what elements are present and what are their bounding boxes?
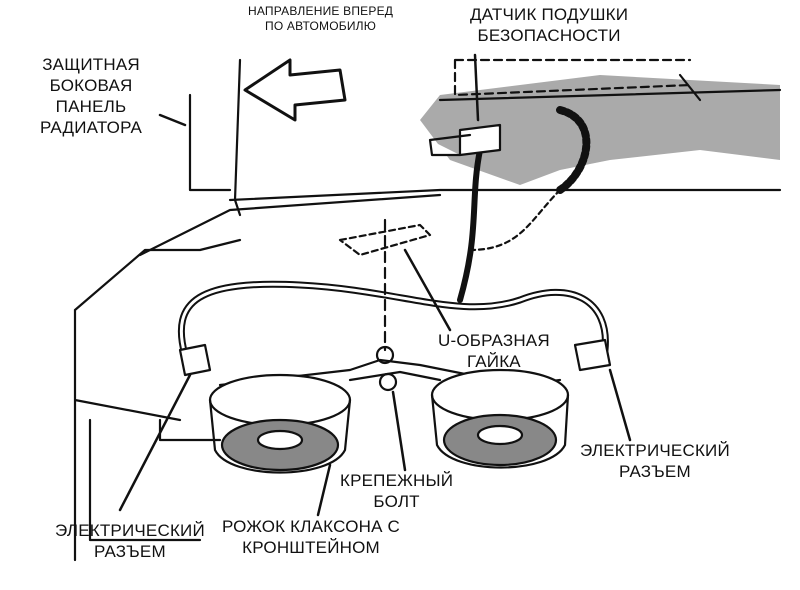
horn-bracket-label-line: КРОНШТЕЙНОМ [242,538,380,557]
direction-label-line: НАПРАВЛЕНИЕ ВПЕРЕД [248,4,394,18]
airbag-sensor-label: ДАТЧИК ПОДУШКИ БЕЗОПАСНОСТИ [470,4,628,46]
u-nut-label-line: U-ОБРАЗНАЯ [438,331,550,350]
airbag-sensor-label-line: БЕЗОПАСНОСТИ [477,26,621,45]
u-nut-label-line: ГАЙКА [466,352,521,371]
u-nut-label: U-ОБРАЗНАЯ ГАЙКА [438,330,550,372]
connector-left-label-line: РАЗЪЕМ [94,542,166,561]
connector-left [178,343,212,377]
radiator-panel-label-line: ЗАЩИТНАЯ [42,55,140,74]
horn-right [430,368,570,469]
radiator-panel-label-line: БОКОВАЯ [49,76,133,95]
connector-right-label-line: РАЗЪЕМ [619,462,691,481]
radiator-panel-label-line: РАДИАТОРА [40,118,143,137]
airbag-sensor-label-line: ДАТЧИК ПОДУШКИ [470,5,629,24]
direction-arrow [243,58,347,122]
mounting-bolt-label: КРЕПЕЖНЫЙ БОЛТ [340,470,453,512]
direction-label-line: ПО АВТОМОБИЛЮ [265,19,377,33]
connector-left-label-line: ЭЛЕКТРИЧЕСКИЙ [55,521,205,540]
connector-right-label: ЭЛЕКТРИЧЕСКИЙ РАЗЪЕМ [580,440,730,482]
radiator-panel-label: ЗАЩИТНАЯ БОКОВАЯ ПАНЕЛЬ РАДИАТОРА [40,54,142,138]
connector-right-label-line: ЭЛЕКТРИЧЕСКИЙ [580,441,730,460]
connector-left-label: ЭЛЕКТРИЧЕСКИЙ РАЗЪЕМ [55,520,205,562]
direction-label: НАПРАВЛЕНИЕ ВПЕРЕД ПО АВТОМОБИЛЮ [248,4,393,34]
mounting-bolt-label-line: БОЛТ [373,492,420,511]
connector-right [573,338,612,372]
radiator-panel [228,88,782,202]
body-panel-shading [420,75,780,185]
horn-left [208,373,352,474]
mounting-bolt-label-line: КРЕПЕЖНЫЙ [340,471,454,490]
radiator-panel-label-line: ПАНЕЛЬ [55,97,127,116]
airbag-sensor [428,123,502,157]
horn-bracket-label: РОЖОК КЛАКСОНА С КРОНШТЕЙНОМ [222,516,400,558]
horn-bracket-label-line: РОЖОК КЛАКСОНА С [222,517,401,536]
